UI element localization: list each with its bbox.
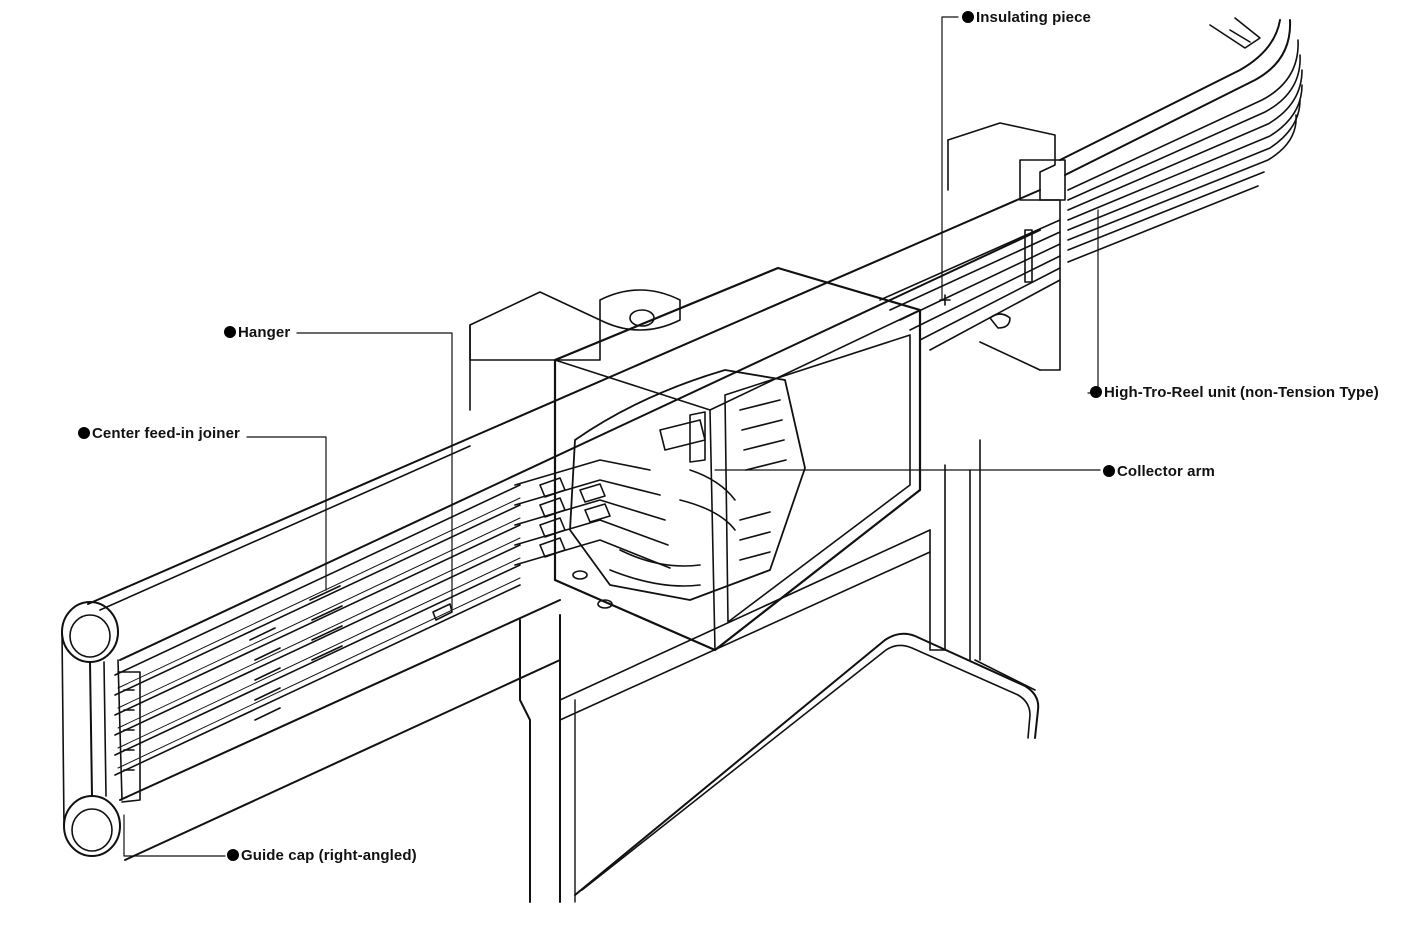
callout-high-tro-reel-unit: High-Tro-Reel unit (non-Tension Type) xyxy=(1090,384,1379,402)
leader-guide xyxy=(123,814,226,857)
leader-hanger xyxy=(296,332,453,611)
callout-text: Collector arm xyxy=(1117,463,1215,480)
callout-leaders xyxy=(123,16,1101,857)
callout-text: Hanger xyxy=(238,324,291,341)
callout-center-feed-in-joiner: Center feed-in joiner xyxy=(78,425,240,443)
support-frame xyxy=(469,291,1040,903)
callout-insulating-piece: Insulating piece xyxy=(962,9,1091,27)
bullet-icon xyxy=(78,427,90,439)
callout-hanger: Hanger xyxy=(224,324,290,342)
bullet-icon xyxy=(227,849,239,861)
bullet-icon xyxy=(1103,465,1115,477)
callout-text: High-Tro-Reel unit (non-Tension Type) xyxy=(1104,384,1379,401)
callout-collector-arm: Collector arm xyxy=(1103,463,1215,481)
collector-arms-cutaway xyxy=(514,369,806,609)
callout-text: Guide cap (right-angled) xyxy=(241,847,417,864)
joiner-clips xyxy=(249,585,453,721)
callout-text: Center feed-in joiner xyxy=(92,425,240,442)
leader-htr xyxy=(1087,209,1099,394)
callout-text: Insulating piece xyxy=(976,9,1091,26)
callout-guide-cap: Guide cap (right-angled) xyxy=(227,847,417,865)
bullet-icon xyxy=(962,11,974,23)
curved-rail-section xyxy=(1059,17,1303,263)
bullet-icon xyxy=(224,326,236,338)
conductor-bundle xyxy=(114,219,1061,861)
bullet-icon xyxy=(1090,386,1102,398)
main-rail-pipe xyxy=(87,189,1041,661)
guide-cap-assembly xyxy=(61,601,141,857)
collector-housing xyxy=(553,266,922,652)
leader-center xyxy=(246,436,327,591)
leader-insulating xyxy=(941,16,959,301)
right-hanger-bracket xyxy=(939,122,1066,371)
